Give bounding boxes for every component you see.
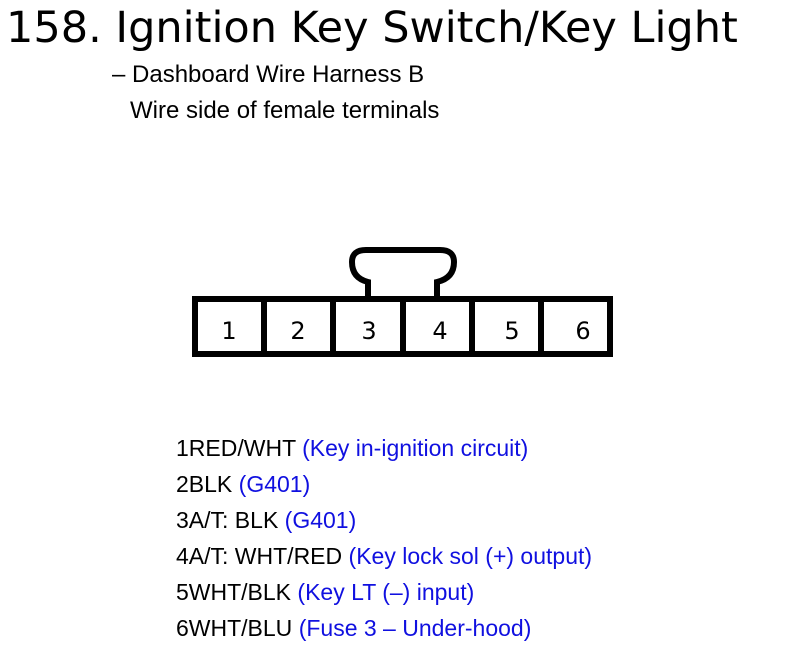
cavity-label: 1 [221, 317, 236, 345]
wire-color: WHT/BLK [188, 579, 292, 605]
pin-description: (Key lock sol (+) output) [348, 543, 593, 569]
pin-row: 5WHT/BLK (Key LT (–) input) [176, 574, 592, 610]
connector-latch [348, 247, 458, 298]
wire-color: RED/WHT [188, 435, 296, 461]
pin-list: 1RED/WHT (Key in-ignition circuit) 2BLK … [176, 430, 592, 646]
pin-row: 6WHT/BLU (Fuse 3 – Under-hood) [176, 610, 592, 646]
cavity-label: 3 [361, 317, 376, 345]
pin-number: 6 [176, 615, 189, 641]
pin-number: 1 [176, 435, 189, 461]
pin-description: (G401) [238, 471, 311, 497]
wire-color: A/T: WHT/RED [188, 543, 343, 569]
pin-row: 4A/T: WHT/RED (Key lock sol (+) output) [176, 538, 592, 574]
pin-row: 2BLK (G401) [176, 466, 592, 502]
cavity-label: 2 [290, 317, 305, 345]
wire-color: BLK [188, 471, 233, 497]
pin-description: (Key LT (–) input) [297, 579, 475, 605]
cavity-label: 6 [575, 317, 590, 345]
cavity-label: 4 [432, 317, 447, 345]
cavity-dividers [261, 299, 544, 354]
pin-row: 1RED/WHT (Key in-ignition circuit) [176, 430, 592, 466]
pin-number: 3 [176, 507, 189, 533]
pin-number: 2 [176, 471, 189, 497]
pin-description: (G401) [284, 507, 357, 533]
subtitle: – Dashboard Wire Harness B [112, 61, 425, 88]
pin-number: 4 [176, 543, 189, 569]
wire-color: A/T: BLK [188, 507, 279, 533]
cavity-label: 5 [504, 317, 519, 345]
wire-color: WHT/BLU [188, 615, 293, 641]
pin-row: 3A/T: BLK (G401) [176, 502, 592, 538]
pin-description: (Fuse 3 – Under-hood) [298, 615, 532, 641]
page-title: 158. Ignition Key Switch/Key Light [6, 3, 738, 53]
pin-number: 5 [176, 579, 189, 605]
pin-description: (Key in-ignition circuit) [302, 435, 529, 461]
subtitle-secondary: Wire side of female terminals [130, 97, 440, 124]
